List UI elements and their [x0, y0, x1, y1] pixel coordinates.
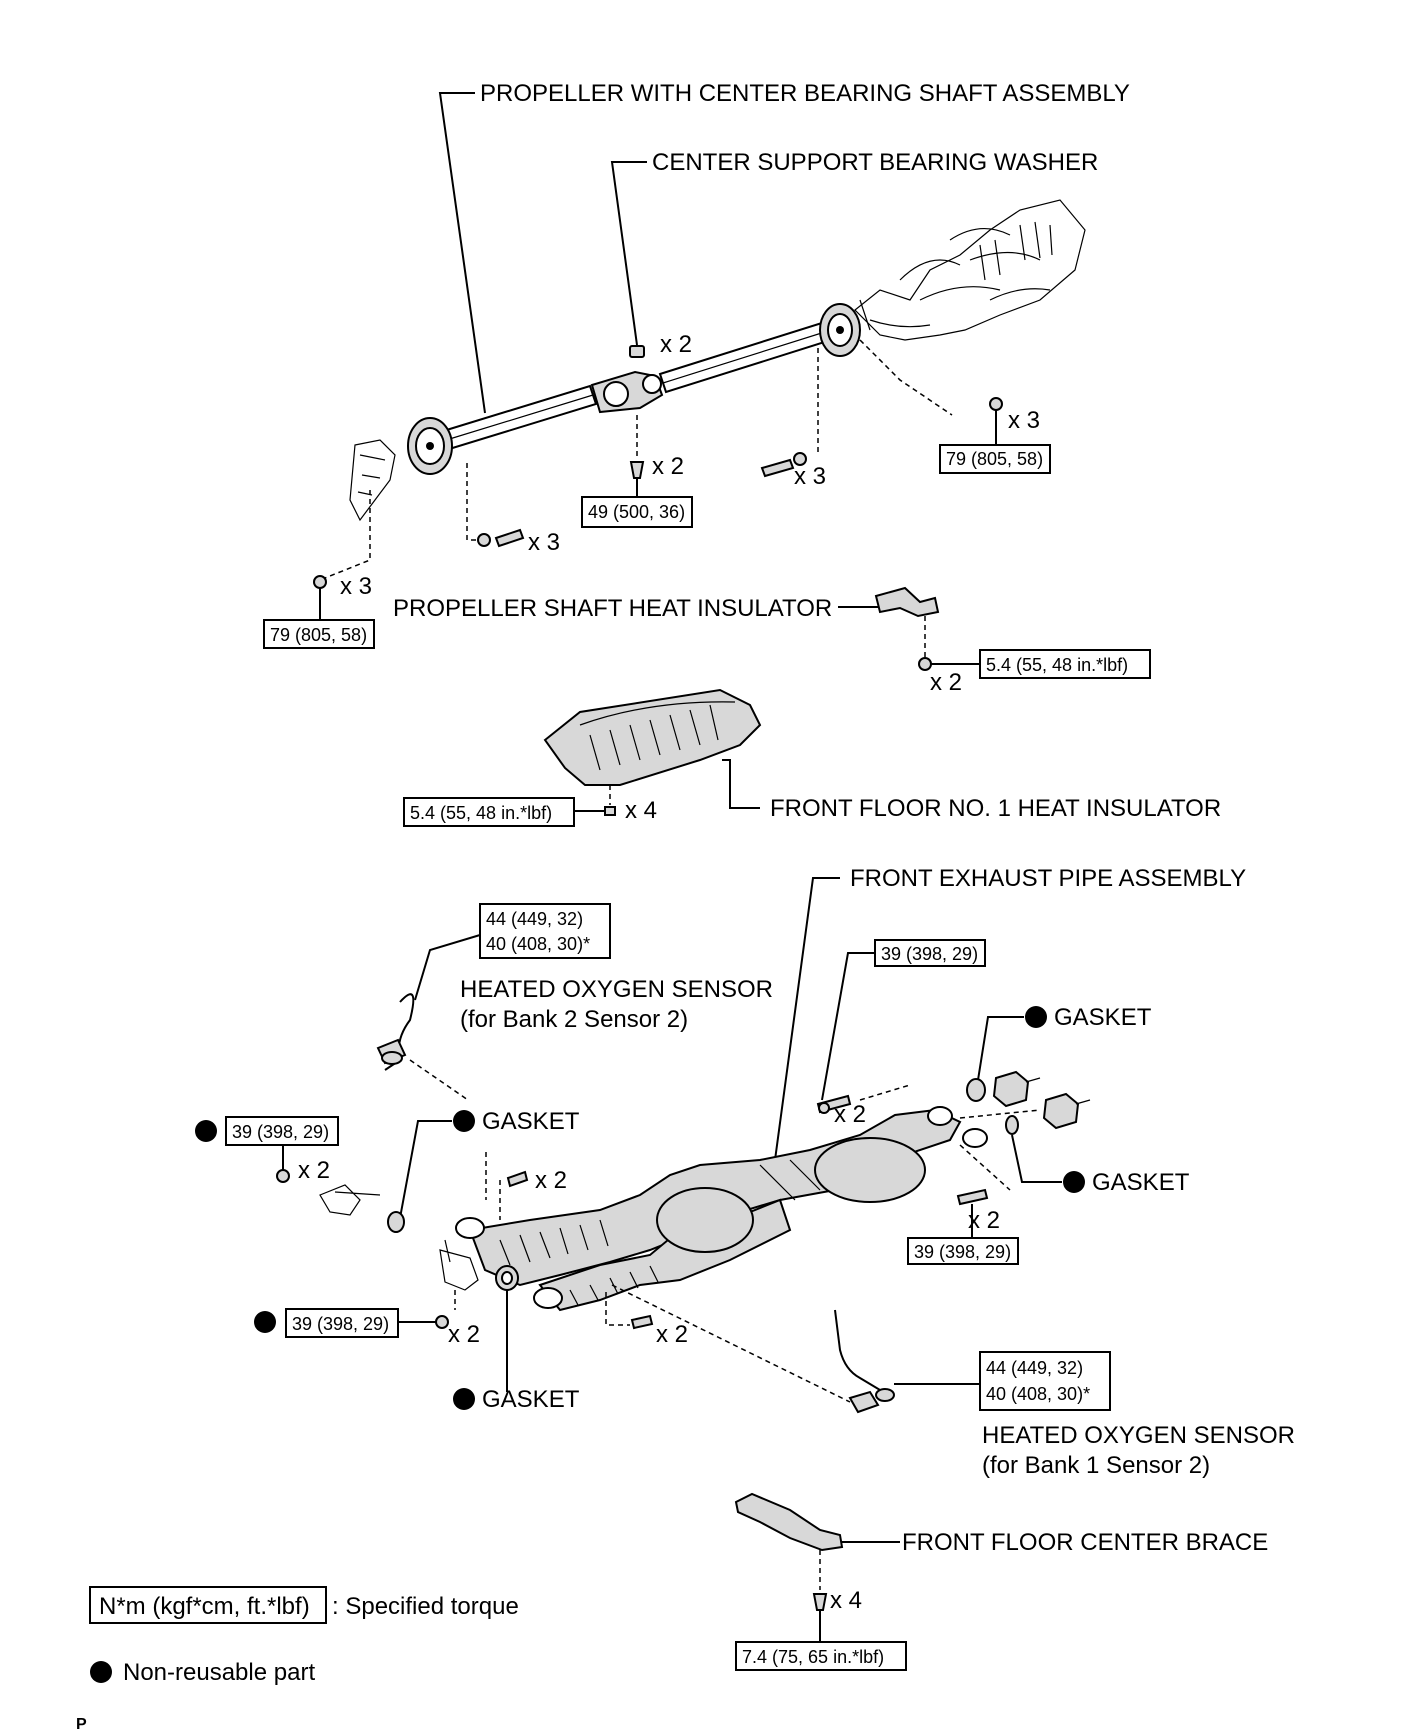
transmission-illustration [349, 439, 396, 522]
legend-nonreusable: Non-reusable part [123, 1659, 315, 1686]
o2-bank2-label-1: HEATED OXYGEN SENSOR [460, 976, 773, 1003]
gasket-upper-left: GASKET [387, 1108, 580, 1233]
torque-left-79: 79 (805, 58) [270, 625, 367, 645]
gasket-upper-right-label: GASKET [1054, 1004, 1152, 1031]
propeller-assembly-label: PROPELLER WITH CENTER BEARING SHAFT ASSE… [480, 80, 1130, 107]
torque-bank1-44: 44 (449, 32) [986, 1358, 1083, 1378]
front-floor-brace-label: FRONT FLOOR CENTER BRACE [902, 1529, 1268, 1556]
engine-illustration [854, 199, 1086, 341]
right-flange-bolt-callout: x 3 [760, 348, 826, 490]
o2-bank2-label-2: (for Bank 2 Sensor 2) [460, 1006, 688, 1033]
propeller-insulator-label: PROPELLER SHAFT HEAT INSULATOR [393, 595, 832, 622]
gasket-lower: GASKET [453, 1265, 580, 1413]
propeller-insulator-callout: PROPELLER SHAFT HEAT INSULATOR x 2 5.4 (… [393, 586, 1151, 696]
left-nut-callout: x 3 79 (805, 58) [263, 490, 375, 649]
exhaust-top-qty: x 2 [834, 1101, 866, 1128]
torque-center-49: 49 (500, 36) [588, 502, 685, 522]
front-floor-brace: FRONT FLOOR CENTER BRACE x 4 7.4 (75, 65… [734, 1492, 1268, 1671]
front-floor-insulator-label: FRONT FLOOR NO. 1 HEAT INSULATOR [770, 795, 1221, 822]
legend: N*m (kgf*cm, ft.*lbf) : Specified torque… [89, 1586, 519, 1686]
washer-qty: x 2 [660, 331, 692, 358]
torque-top-39: 39 (398, 29) [881, 944, 978, 964]
torque-floor-54: 5.4 (55, 48 in.*lbf) [410, 803, 552, 823]
top-bolt-callout: 39 (398, 29) x 2 [816, 939, 986, 1128]
mid-upper-bolt-callout: x 2 [485, 1152, 567, 1220]
torque-left-upper-39: 39 (398, 29) [232, 1122, 329, 1142]
center-washer-callout: CENTER SUPPORT BEARING WASHER x 2 [610, 149, 1098, 358]
front-exhaust-label: FRONT EXHAUST PIPE ASSEMBLY [850, 865, 1246, 892]
center-bolt-qty: x 2 [652, 453, 684, 480]
left-lower-bolt-callout: 39 (398, 29) x 2 [254, 1239, 480, 1348]
o2-bank1-label-1: HEATED OXYGEN SENSOR [982, 1422, 1295, 1449]
right-lower-qty: x 2 [968, 1207, 1000, 1234]
left-upper-bolt-callout: 39 (398, 29) x 2 [195, 1116, 381, 1216]
gasket-right-label: GASKET [1092, 1169, 1190, 1196]
mid-lower-bolt-callout: x 2 [605, 1292, 688, 1348]
o2-sensor-bank2: 44 (449, 32) 40 (408, 30)* HEATED OXYGEN… [376, 903, 773, 1101]
mid-upper-qty: x 2 [535, 1167, 567, 1194]
left-bolt-qty: x 3 [528, 529, 560, 556]
nonreusable-marker [453, 1110, 475, 1132]
center-washer-label: CENTER SUPPORT BEARING WASHER [652, 149, 1098, 176]
torque-right-39: 39 (398, 29) [914, 1242, 1011, 1262]
front-floor-insulator: x 4 5.4 (55, 48 in.*lbf) FRONT FLOOR NO.… [403, 688, 1221, 827]
legend-nonreusable-marker [90, 1661, 112, 1683]
legend-torque-unit: N*m (kgf*cm, ft.*lbf) [99, 1593, 310, 1620]
propeller-assembly-callout: PROPELLER WITH CENTER BEARING SHAFT ASSE… [438, 80, 1130, 414]
gasket-right: GASKET [1005, 1115, 1190, 1196]
o2-sensor-bank1: 44 (449, 32) 40 (408, 30)* HEATED OXYGEN… [611, 1284, 1295, 1479]
left-lower-qty: x 2 [448, 1321, 480, 1348]
brace-qty: x 4 [830, 1587, 862, 1614]
propeller-shaft [407, 303, 861, 475]
gasket-lower-label: GASKET [482, 1386, 580, 1413]
gasket-upper-right: GASKET [959, 1004, 1152, 1130]
right-nut-callout: x 3 79 (805, 58) [859, 339, 1051, 474]
page-code: P [76, 1716, 87, 1733]
left-flange-bolt-callout: x 3 [466, 463, 560, 556]
left-nut-qty: x 3 [340, 573, 372, 600]
gasket-upper-left-label: GASKET [482, 1108, 580, 1135]
front-exhaust-pipe [455, 1106, 988, 1312]
torque-bank2-40: 40 (408, 30)* [486, 934, 590, 954]
front-exhaust-callout: FRONT EXHAUST PIPE ASSEMBLY [774, 865, 1246, 1161]
mid-lower-qty: x 2 [656, 1321, 688, 1348]
floor-nut-qty: x 4 [625, 797, 657, 824]
torque-right-79: 79 (805, 58) [946, 449, 1043, 469]
torque-insulator-54: 5.4 (55, 48 in.*lbf) [986, 655, 1128, 675]
torque-left-lower-39: 39 (398, 29) [292, 1314, 389, 1334]
o2-bank1-label-2: (for Bank 1 Sensor 2) [982, 1452, 1210, 1479]
legend-torque-desc: : Specified torque [332, 1593, 519, 1620]
left-upper-qty: x 2 [298, 1157, 330, 1184]
center-bolt-callout: x 2 49 (500, 36) [581, 415, 693, 528]
right-lower-bolt-callout: x 2 39 (398, 29) [907, 1144, 1019, 1265]
insulator-qty: x 2 [930, 669, 962, 696]
torque-bank2-44: 44 (449, 32) [486, 909, 583, 929]
torque-brace-74: 7.4 (75, 65 in.*lbf) [742, 1647, 884, 1667]
right-nut-qty: x 3 [1008, 407, 1040, 434]
torque-bank1-40: 40 (408, 30)* [986, 1384, 1090, 1404]
mid-bolt-qty: x 3 [794, 463, 826, 490]
